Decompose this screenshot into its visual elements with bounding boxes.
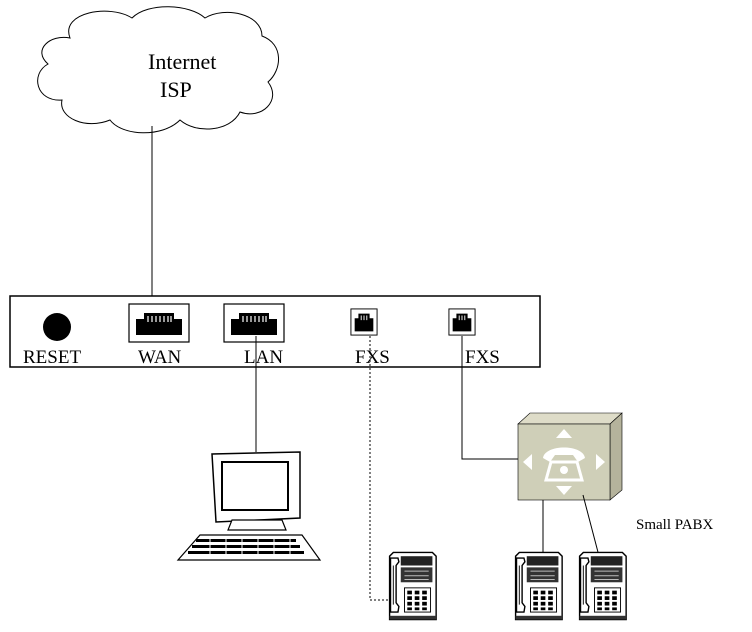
lan-port-icon[interactable]	[223, 303, 285, 343]
wan-port-icon[interactable]	[128, 303, 190, 343]
wan-port-label: WAN	[138, 347, 182, 368]
fxs1-port-label: FXS	[355, 347, 390, 368]
pabx-label: Small PABX	[636, 517, 714, 533]
fxs2-port-label: FXS	[465, 347, 500, 368]
pabx-switch-icon	[517, 412, 623, 501]
cloud-label-isp: ISP	[160, 77, 192, 102]
computer-icon	[176, 451, 322, 561]
pabx-phone2-line	[582, 494, 600, 557]
fxs2-cable-line	[461, 336, 518, 460]
cloud-icon	[37, 6, 280, 134]
reset-button[interactable]	[43, 313, 71, 341]
fxs2-port-icon[interactable]	[448, 308, 476, 336]
desk-phone-icon	[514, 551, 563, 621]
desk-phone-icon	[388, 551, 437, 621]
cloud-label-internet: Internet	[148, 49, 216, 74]
desk-phone-icon	[578, 551, 627, 621]
fxs1-port-icon[interactable]	[350, 308, 378, 336]
reset-label: RESET	[23, 347, 81, 368]
lan-port-label: LAN	[244, 347, 283, 368]
fxs1-cable-line	[369, 336, 398, 601]
